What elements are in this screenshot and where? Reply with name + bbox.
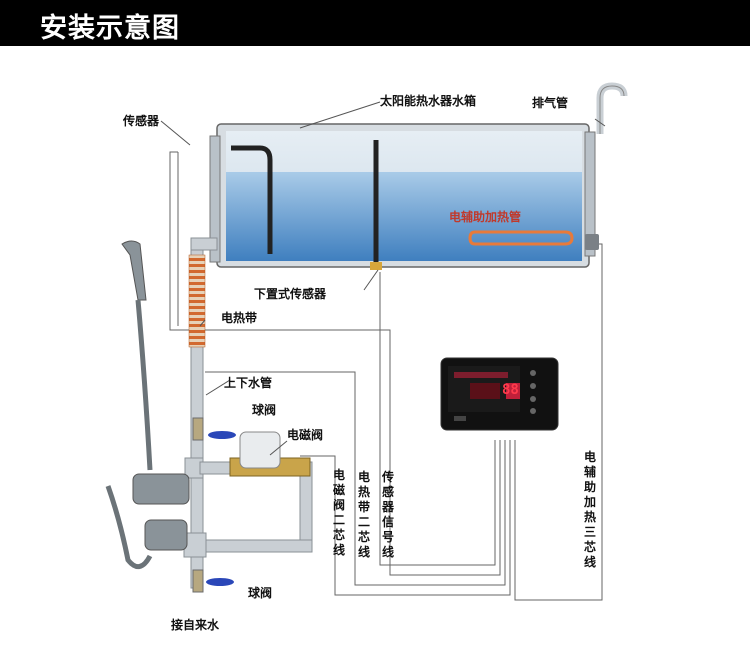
- label-ball-valve-bottom: 球阀: [248, 586, 273, 600]
- ball-valve-top: [192, 417, 236, 441]
- controller-unit: [440, 357, 559, 431]
- label-heat-tape-wire: 电热带二芯线: [357, 470, 370, 559]
- label-ball-valve-top: 球阀: [252, 403, 277, 417]
- heat-tape: [188, 254, 206, 348]
- label-solenoid-wire: 电磁阀二芯线: [332, 468, 345, 557]
- label-aux-heater: 电辅助加热管: [449, 210, 522, 224]
- label-sensor: 传感器: [123, 114, 160, 128]
- label-updown-pipe: 上下水管: [224, 376, 273, 390]
- label-aux-heater-wire: 电辅助加热三芯线: [583, 450, 596, 569]
- controller-display: 88: [502, 382, 519, 398]
- label-solenoid: 电磁阀: [287, 428, 324, 442]
- solenoid-valve: [229, 431, 311, 477]
- water-tank: [209, 123, 599, 270]
- label-inlet: 接自来水: [171, 618, 220, 632]
- label-bottom-sensor: 下置式传感器: [254, 287, 327, 301]
- label-heat-tape: 电热带: [221, 311, 258, 325]
- shower-fixture: [105, 240, 190, 569]
- page-title: 安装示意图: [40, 13, 180, 44]
- label-tank: 太阳能热水器水箱: [380, 94, 477, 108]
- vent-pipe: [596, 82, 628, 134]
- ball-valve-bottom: [192, 569, 234, 593]
- label-sensor-wire: 传感器信号线: [381, 470, 394, 559]
- header-bar: 安装示意图: [0, 0, 750, 46]
- label-vent: 排气管: [532, 96, 569, 110]
